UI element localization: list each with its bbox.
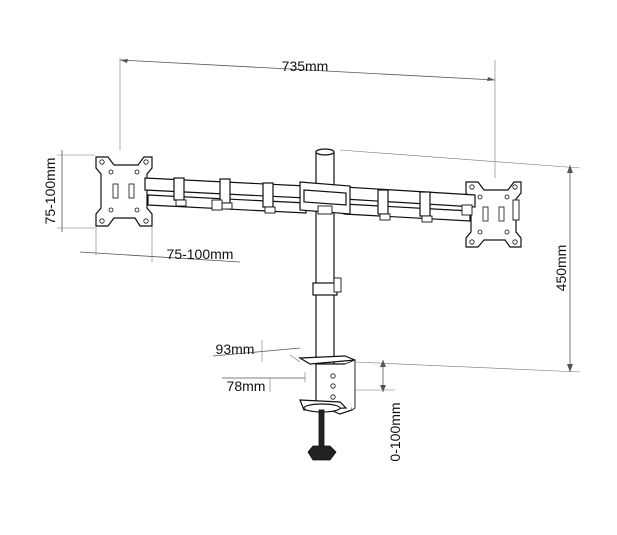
dimension-vesa-height: 75-100mm	[42, 150, 95, 232]
label-vesa-width: 75-100mm	[167, 246, 234, 262]
left-arm	[144, 177, 307, 214]
dimension-vesa-width: 75-100mm	[79, 222, 241, 263]
left-vesa-plate	[95, 156, 153, 227]
dimension-width-total: 735mm	[119, 58, 496, 178]
right-arm	[343, 186, 476, 223]
center-pole	[312, 148, 342, 365]
dimension-clamp-thickness: 0-100mm	[355, 360, 403, 462]
right-vesa-plate	[465, 181, 522, 248]
desk-clamp	[297, 355, 356, 461]
label-clamp-width: 78mm	[227, 378, 266, 394]
label-width-total: 735mm	[282, 58, 329, 74]
center-hub	[299, 181, 351, 215]
label-height-total: 450mm	[553, 245, 569, 292]
dimension-clamp-depth: 93mm	[212, 340, 301, 363]
dimension-height-total: 450mm	[339, 149, 581, 373]
label-clamp-depth: 93mm	[216, 341, 255, 357]
label-vesa-height: 75-100mm	[42, 158, 58, 225]
dimension-clamp-width: 78mm	[222, 372, 306, 394]
label-clamp-thickness: 0-100mm	[387, 402, 403, 461]
